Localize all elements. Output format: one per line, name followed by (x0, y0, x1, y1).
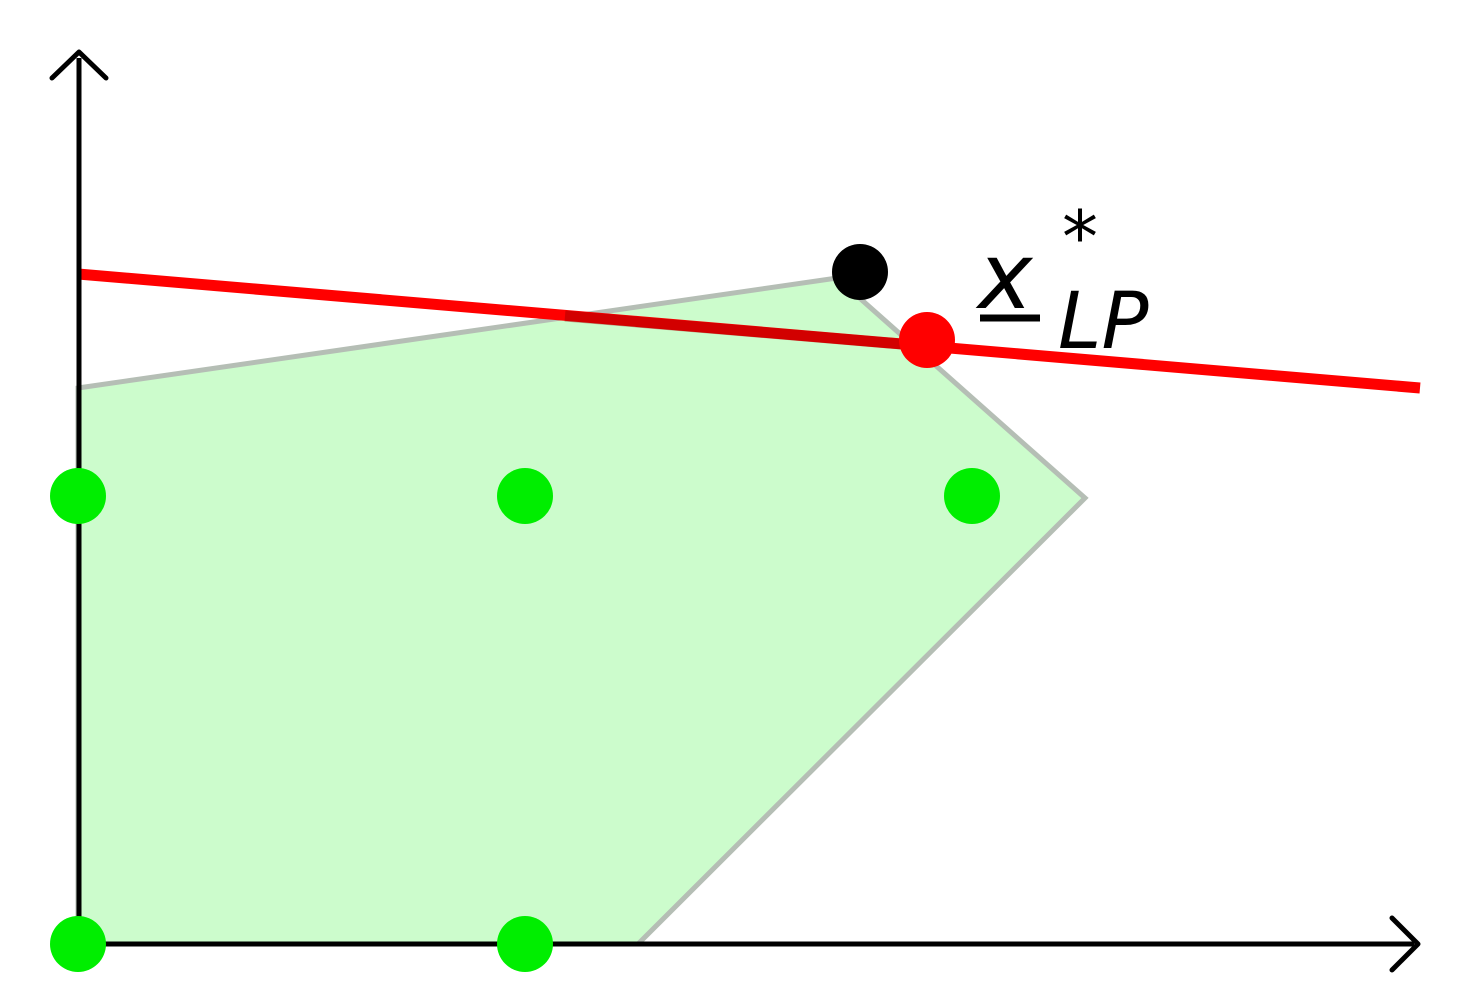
integer-point (497, 468, 553, 524)
cut-off-vertex (832, 244, 888, 300)
feasible-region (75, 275, 1089, 947)
lp-optimum-label: x * LP (975, 195, 1149, 367)
label-subscript: LP (1058, 277, 1149, 367)
cutting-plane-line (77, 268, 1421, 394)
label-main: x (975, 223, 1034, 330)
y-axis-arrow-icon (49, 49, 109, 81)
cutting-plane-line-inside-region (564, 310, 926, 352)
integer-point (497, 916, 553, 972)
label-superscript: * (1062, 195, 1098, 279)
integer-point (50, 916, 106, 972)
integer-point (50, 468, 106, 524)
integer-point (944, 468, 1000, 524)
lp-optimum-point (899, 312, 955, 368)
x-axis-arrow-icon (1389, 915, 1421, 973)
